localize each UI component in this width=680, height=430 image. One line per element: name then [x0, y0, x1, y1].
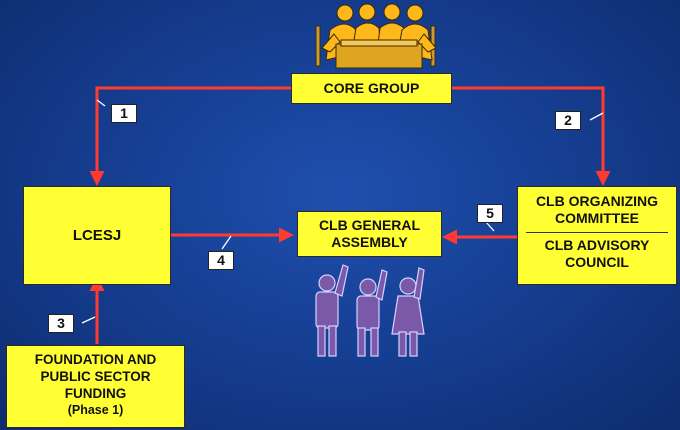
committee-divider	[526, 232, 668, 233]
funding-line2: PUBLIC SECTOR	[40, 369, 151, 384]
arrow-core-to-committee	[452, 86, 611, 186]
clb-organizing-committee: CLB ORGANIZING COMMITTEE	[518, 187, 676, 227]
clb-general-assembly-line1: CLB GENERAL	[318, 217, 421, 233]
core-group-box: CORE GROUP	[291, 73, 452, 104]
funding-box: FOUNDATION AND PUBLIC SECTOR FUNDING (Ph…	[6, 345, 185, 428]
clb-organizing-committee-line1: CLB ORGANIZING	[535, 193, 659, 209]
step-label-5: 5	[477, 204, 503, 223]
clb-advisory-council: CLB ADVISORY COUNCIL	[518, 237, 676, 271]
clb-general-assembly-box: CLB GENERAL ASSEMBLY	[297, 211, 442, 257]
step-label-2: 2	[555, 111, 581, 130]
step-label-3: 3	[48, 314, 74, 333]
step-label-1: 1	[111, 104, 137, 123]
clb-advisory-council-line1: CLB ADVISORY	[544, 237, 650, 253]
lcesj-box: LCESJ	[23, 186, 171, 285]
funding-line3: FUNDING	[64, 386, 127, 401]
clb-advisory-council-line2: COUNCIL	[565, 254, 629, 270]
clb-committee-box: CLB ORGANIZING COMMITTEE CLB ADVISORY CO…	[517, 186, 677, 285]
funding-line4: (Phase 1)	[67, 403, 124, 417]
step-label-4: 4	[208, 251, 234, 270]
clb-general-assembly-line2: ASSEMBLY	[331, 234, 408, 250]
lcesj-label: LCESJ	[72, 227, 122, 244]
core-group-label: CORE GROUP	[323, 80, 420, 96]
arrow-core-to-lcesj	[89, 86, 291, 186]
funding-line1: FOUNDATION AND	[34, 352, 157, 367]
clb-organizing-committee-line2: COMMITTEE	[555, 210, 639, 226]
